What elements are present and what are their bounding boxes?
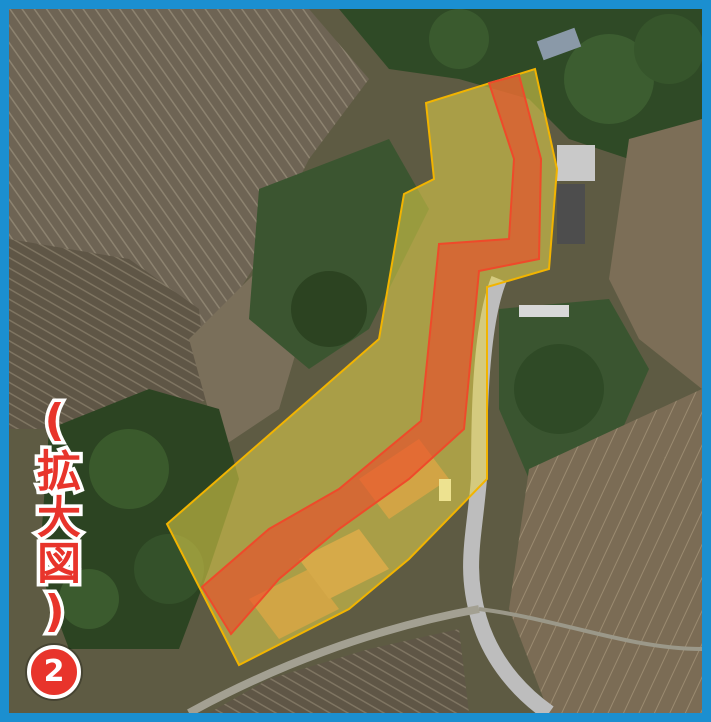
- road: [187, 605, 480, 713]
- map-label-text: (拡大図): [26, 392, 84, 643]
- building: [557, 184, 585, 244]
- building: [557, 145, 595, 181]
- farm-field: [9, 239, 209, 429]
- farm-field: [209, 629, 469, 713]
- designated-area-outer: [165, 67, 559, 667]
- designated-area-inner: [200, 73, 543, 636]
- map-label: (拡大図) 2: [21, 392, 87, 699]
- path: [478, 607, 702, 651]
- aerial-photo-map: [9, 9, 702, 713]
- dry-slope: [609, 119, 702, 389]
- building: [536, 27, 582, 61]
- dry-slope: [509, 389, 702, 713]
- building: [519, 305, 569, 317]
- map-number-badge: 2: [27, 645, 81, 699]
